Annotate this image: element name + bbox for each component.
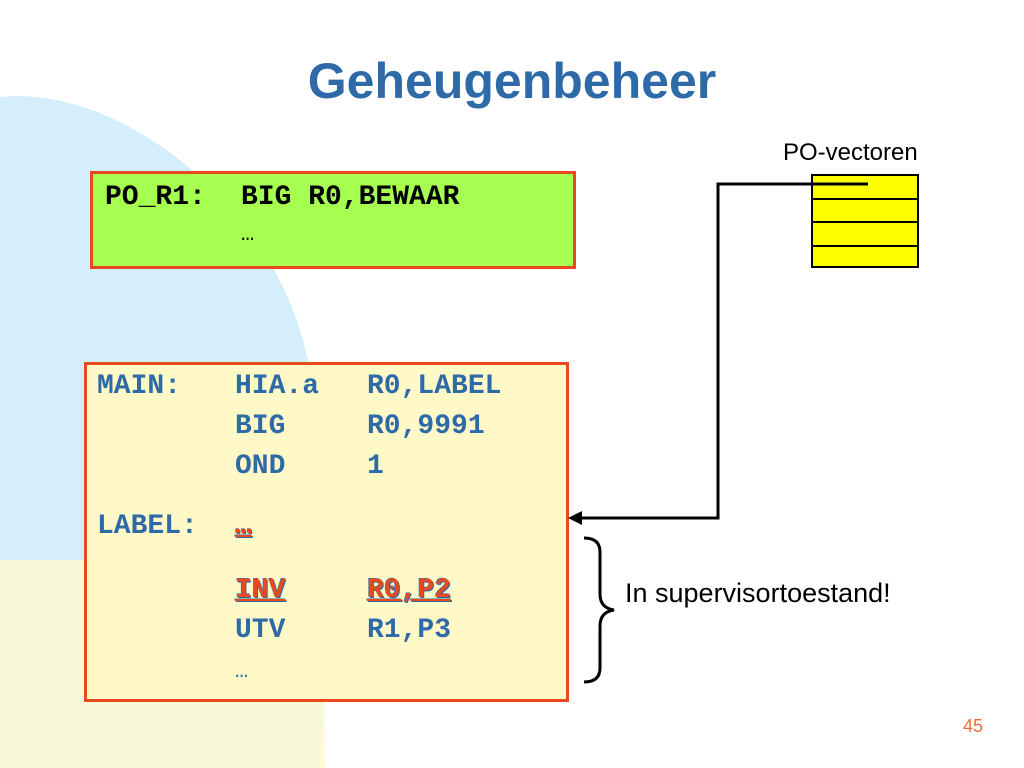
slide-number: 45 bbox=[963, 716, 984, 736]
po-r1-code-box: PO_R1: BIG R0,BEWAAR … bbox=[90, 171, 576, 269]
code-ellipsis: … bbox=[235, 659, 249, 684]
code-op: BIG bbox=[235, 411, 286, 442]
code-args: R0,LABEL bbox=[367, 371, 502, 402]
supervisor-mode-annotation: In supervisortoestand! bbox=[625, 578, 891, 608]
code-args-inv: R0,P2 bbox=[367, 575, 452, 606]
code-label-po-r1: PO_R1: bbox=[105, 182, 206, 213]
code-op: UTV bbox=[235, 615, 286, 646]
code-args: R0,9991 bbox=[367, 411, 485, 442]
po-vectors-table bbox=[811, 174, 919, 268]
po-vector-slot bbox=[813, 223, 917, 247]
code-ellipsis: … bbox=[235, 511, 252, 542]
code-label-main: MAIN: bbox=[97, 371, 182, 402]
po-vector-slot bbox=[813, 176, 917, 200]
code-args: R1,P3 bbox=[367, 615, 452, 646]
po-vector-slot bbox=[813, 247, 917, 271]
slide-title: Geheugenbeheer bbox=[307, 53, 717, 109]
code-args: 1 bbox=[367, 451, 384, 482]
po-vectors-label: PO-vectoren bbox=[783, 139, 918, 166]
code-ellipsis: … bbox=[241, 222, 255, 247]
code-op: OND bbox=[235, 451, 286, 482]
po-vector-slot bbox=[813, 200, 917, 223]
code-op-inv: INV bbox=[235, 575, 286, 606]
code-label-label: LABEL: bbox=[97, 511, 198, 542]
code-instruction-big: BIG R0,BEWAAR bbox=[241, 182, 460, 213]
code-op: HIA.a bbox=[235, 371, 320, 402]
main-code-box: MAIN: HIA.a R0,LABEL BIG R0,9991 OND 1 L… bbox=[84, 362, 569, 702]
